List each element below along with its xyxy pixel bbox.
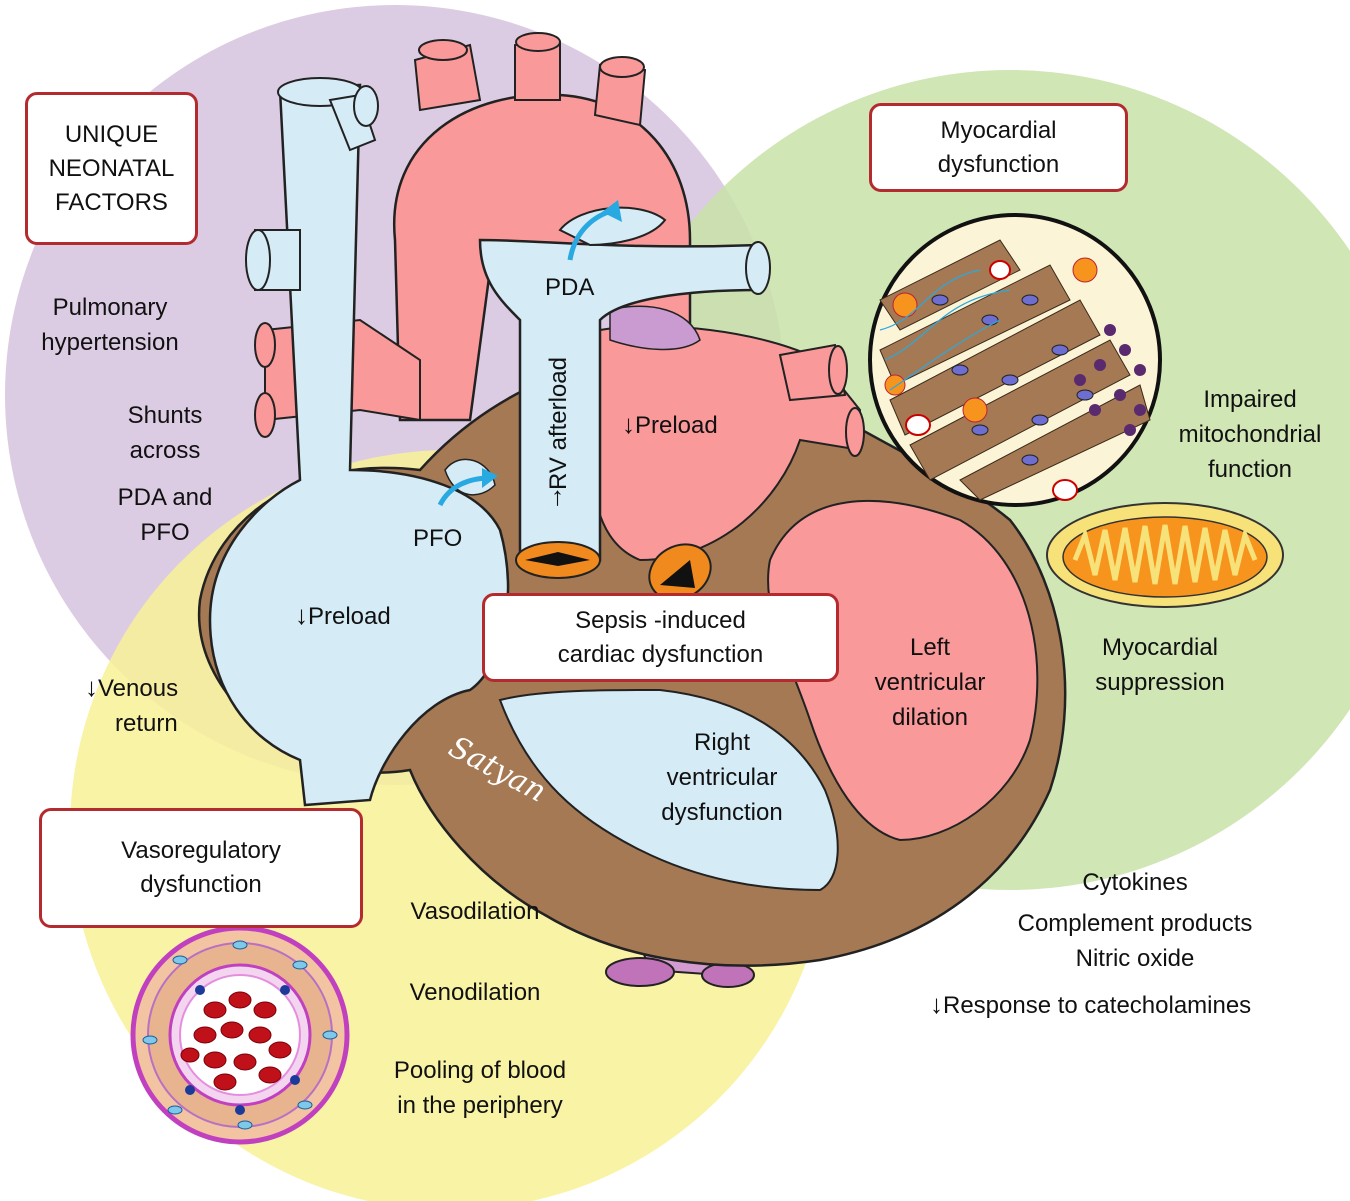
- lv-line-2: ventricular: [874, 669, 986, 696]
- vessel-cross-section: [130, 925, 350, 1145]
- cytokines-label: Cytokines: [1082, 869, 1188, 896]
- rv-afterload-up-arrow: ↑: [551, 481, 564, 511]
- venous-return-label: ↓Venous return: [85, 670, 178, 741]
- sepsis-title: Sepsis -induced cardiac dysfunction: [557, 606, 764, 668]
- rv-line-3: dysfunction: [661, 799, 783, 826]
- pooling-line-1: Pooling of blood: [393, 1057, 567, 1084]
- shunts-line-1: Shunts: [127, 402, 203, 429]
- catecholamines-text: Response to catecholamines: [943, 992, 1252, 1019]
- preload-upper-text: Preload: [635, 412, 718, 439]
- complement-label: Complement products: [1017, 910, 1253, 937]
- venous-line-2: return: [115, 710, 178, 737]
- pooling-label: Pooling of blood in the periphery: [370, 1053, 590, 1123]
- lv-line-3: dilation: [891, 704, 969, 731]
- preload-upper-label: ↓Preload: [622, 407, 718, 443]
- vasodilation-label: Vasodilation: [410, 898, 540, 925]
- pulm-hyp-line-2: hypertension: [41, 329, 179, 356]
- neonatal-factors-title: UNIQUE NEONATAL FACTORS: [48, 120, 175, 216]
- shunts-line-3: PDA and: [117, 484, 213, 511]
- venous-system: [208, 83, 510, 807]
- shunts-line-4: PFO: [140, 519, 190, 546]
- rv-line-2: ventricular: [666, 764, 778, 791]
- mito-line-3: function: [1207, 456, 1293, 483]
- mito-line-1: Impaired: [1203, 386, 1297, 413]
- left-ventricle: [767, 500, 1039, 842]
- venous-line-1: Venous: [98, 675, 179, 702]
- myocardial-histology: [868, 213, 1162, 507]
- vasoregulatory-title: Vasoregulatory dysfunction: [121, 837, 281, 898]
- sepsis-box: Sepsis -induced cardiac dysfunction: [482, 593, 839, 682]
- pulm-hyp-line-1: Pulmonary: [52, 294, 168, 321]
- shunts-line-2: across: [129, 437, 201, 464]
- myocardial-dysfunction-title: Myocardial dysfunction: [937, 116, 1060, 178]
- nitric-oxide-label: Nitric oxide: [1075, 945, 1195, 972]
- pulmonary-hypertension-label: Pulmonary hypertension: [20, 290, 200, 360]
- myocardial-suppression-label: Myocardial suppression: [1075, 630, 1245, 700]
- pulmonary-valve: [515, 541, 601, 579]
- supp-line-2: suppression: [1095, 669, 1225, 696]
- preload-lower-label: ↓Preload: [295, 598, 391, 634]
- lv-dilation-label: Left ventricular dilation: [855, 630, 1005, 735]
- preload-lower-down-arrow: ↓: [295, 600, 308, 630]
- rv-afterload-text: RV afterload: [545, 357, 572, 490]
- rv-afterload-label: ↑RV afterload: [540, 340, 576, 520]
- venodilation-label: Venodilation: [409, 979, 541, 1006]
- vasoregulatory-box: Vasoregulatory dysfunction: [39, 808, 363, 928]
- catecholamines-label: ↓Response to catecholamines: [930, 987, 1251, 1023]
- mitochondrion: [1046, 502, 1284, 608]
- myocardial-dysfunction-box: Myocardial dysfunction: [869, 103, 1128, 192]
- pda-label: PDA: [545, 274, 595, 301]
- supp-line-1: Myocardial: [1101, 634, 1219, 661]
- ductus-arteriosus: [558, 206, 667, 247]
- rv-line-1: Right: [693, 729, 751, 756]
- mitochondrial-label: Impaired mitochondrial function: [1160, 382, 1340, 487]
- right-ventricle: [498, 688, 839, 892]
- lv-line-1: Left: [909, 634, 951, 661]
- neonatal-factors-box: UNIQUE NEONATAL FACTORS: [25, 92, 198, 245]
- catecholamines-down-arrow: ↓: [930, 989, 943, 1019]
- pfo-label: PFO: [413, 525, 463, 552]
- mito-line-2: mitochondrial: [1178, 421, 1322, 448]
- rv-dysfunction-label: Right ventricular dysfunction: [637, 725, 807, 830]
- shunts-label: Shunts across PDA and PFO: [90, 398, 240, 550]
- pooling-line-2: in the periphery: [397, 1092, 563, 1119]
- venous-down-arrow: ↓: [85, 672, 98, 702]
- preload-lower-text: Preload: [308, 603, 391, 630]
- preload-upper-down-arrow: ↓: [622, 409, 635, 439]
